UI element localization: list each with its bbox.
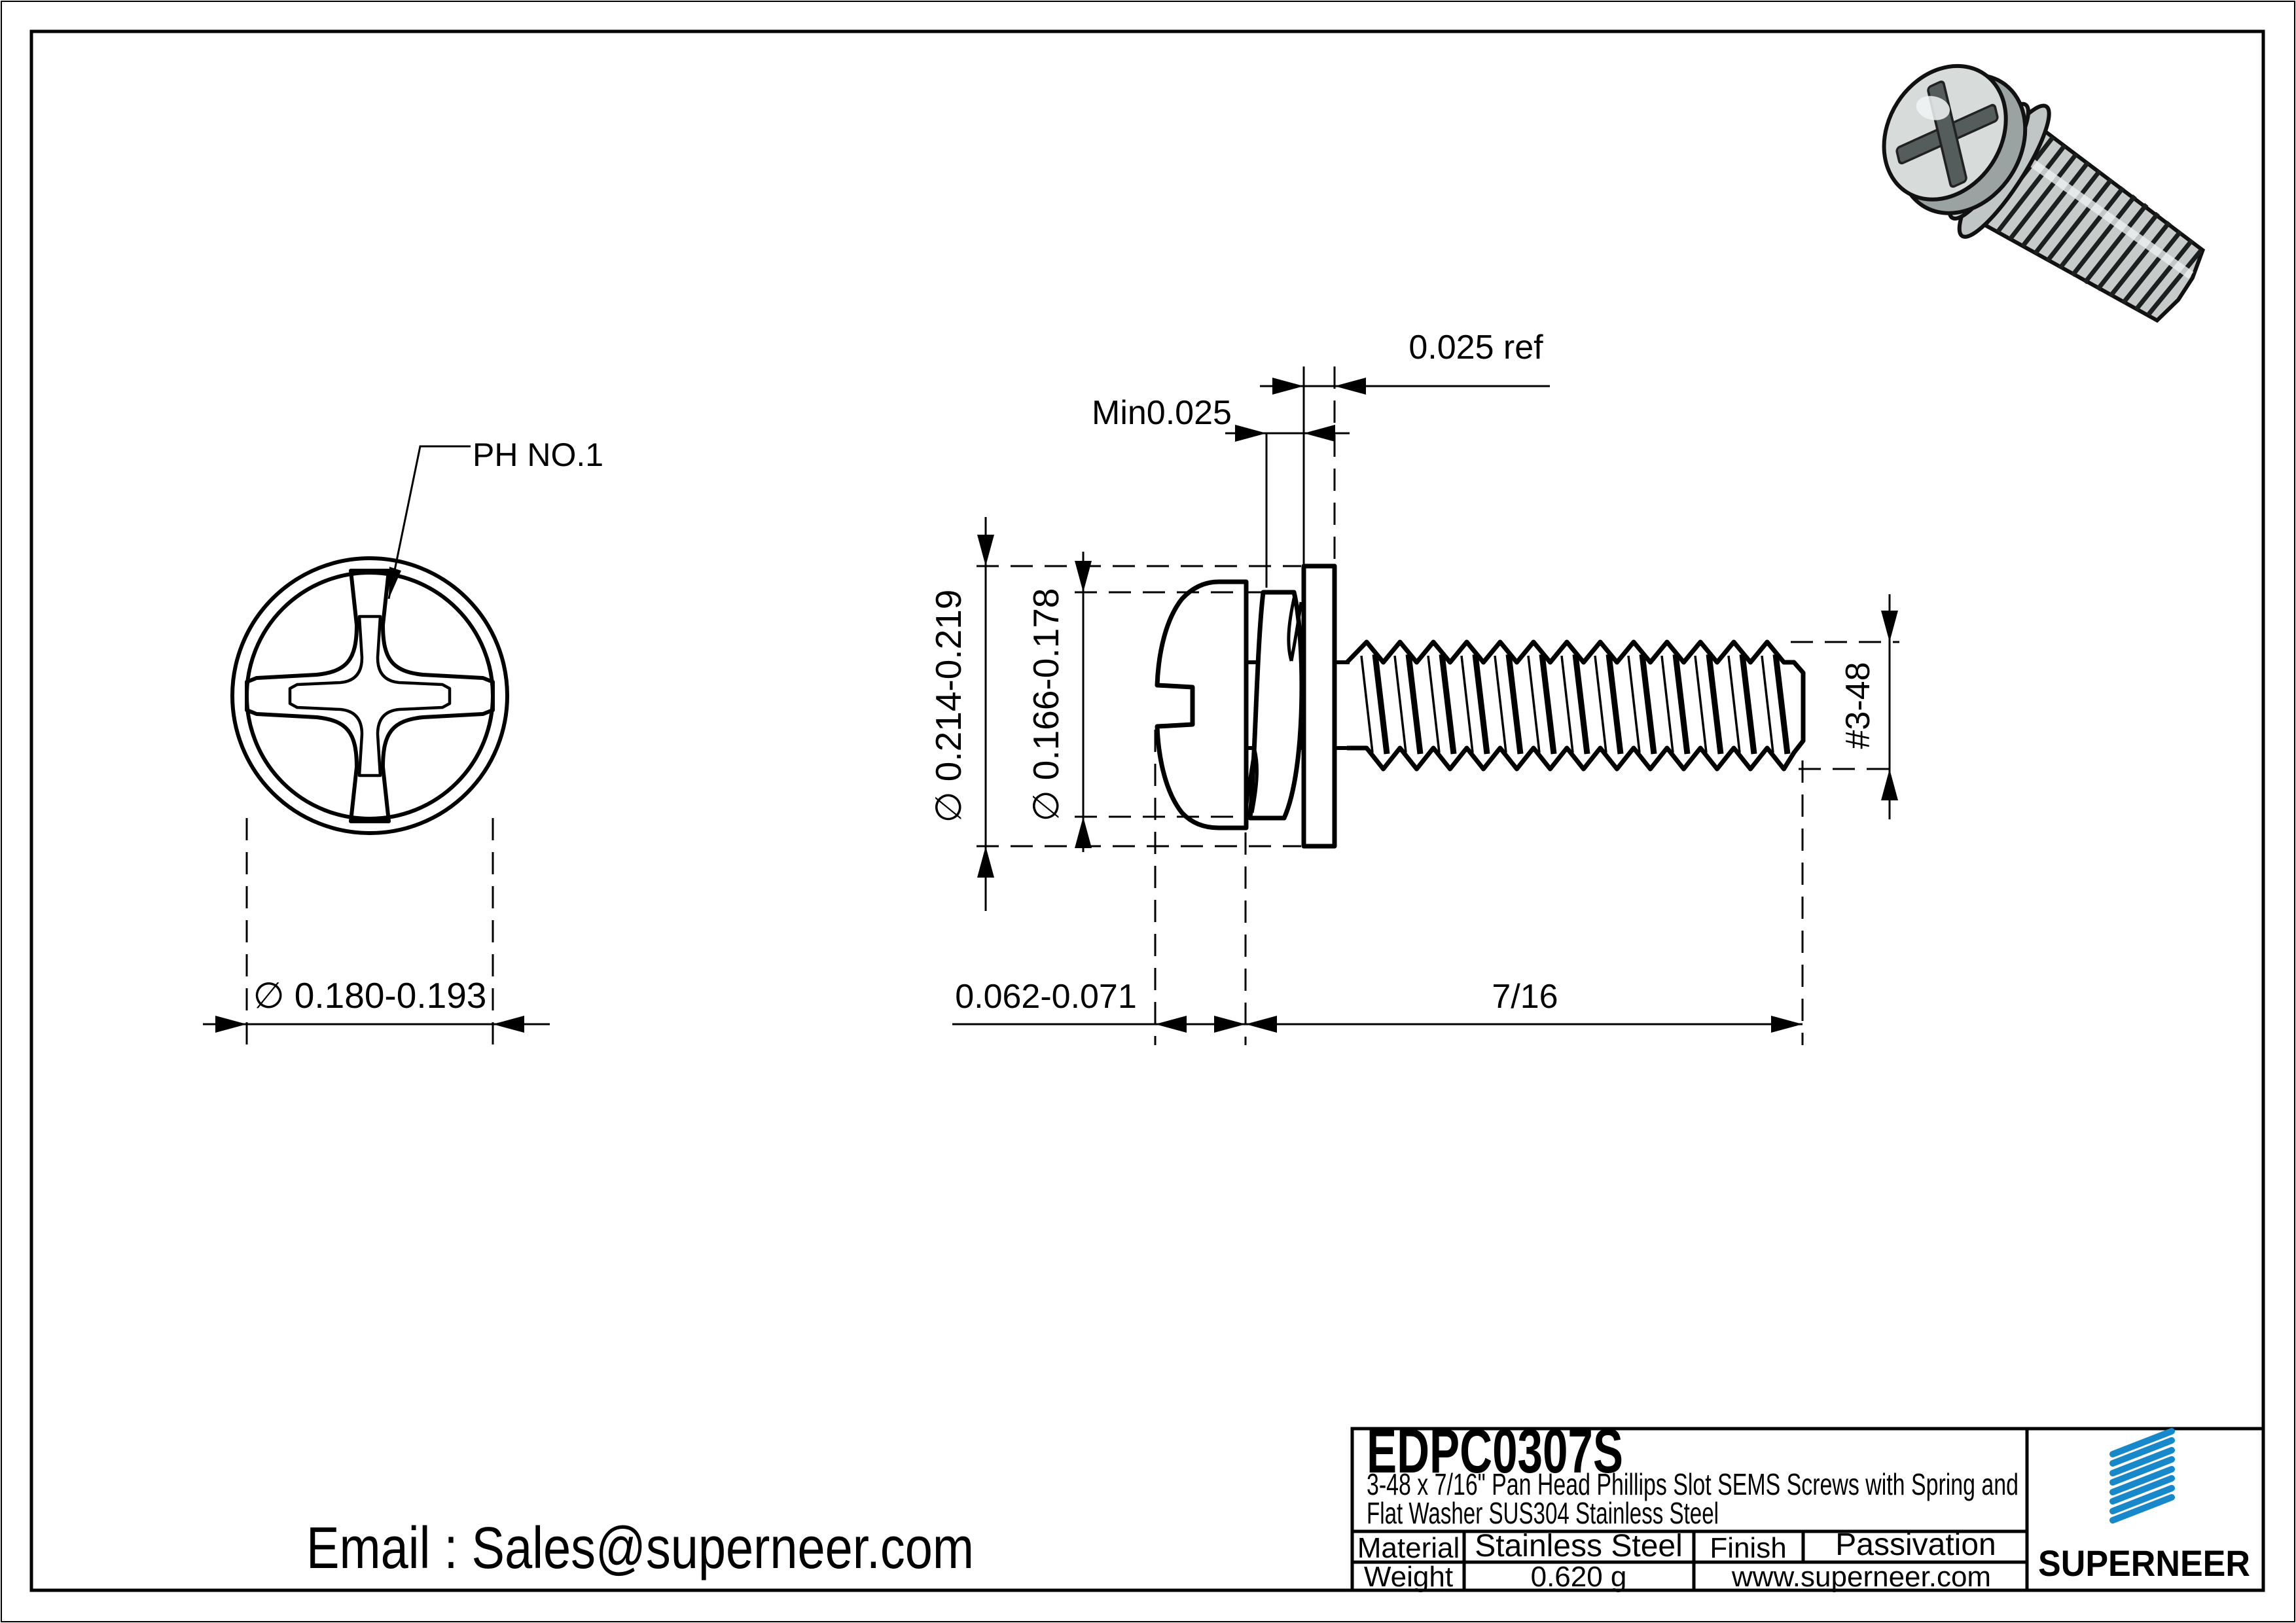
dim-washer-od-group: ∅ 0.214-0.219	[928, 517, 1301, 911]
weight-label: Weight	[1364, 1561, 1453, 1593]
logo-stripe	[2109, 1447, 2175, 1476]
drawing-frame	[29, 29, 2265, 1592]
spring-washer-split-top	[1287, 595, 1303, 662]
dim-head-height: 0.062-0.071	[955, 978, 1137, 1016]
drive-leader-line	[387, 445, 471, 599]
finish-label: Finish	[1710, 1532, 1786, 1564]
logo-stripe	[2109, 1494, 2175, 1524]
brand-name: SUPERNEER	[2038, 1543, 2250, 1584]
material-label: Material	[1357, 1532, 1460, 1564]
dim-flat-washer-thickness-group: 0.025 ref	[1260, 329, 1550, 564]
pan-head-profile	[1155, 579, 1249, 830]
logo-stripe	[2109, 1475, 2175, 1505]
finish-value: Passivation	[1835, 1527, 1996, 1562]
dim-thread-spec: #3-48	[1839, 662, 1877, 749]
drive-leader-arrow	[389, 567, 401, 599]
dim-head-diameter: ∅ 0.180-0.193	[253, 975, 487, 1016]
logo-stripe	[2109, 1428, 2175, 1457]
dim-spring-thickness-group: Min0.025	[1092, 366, 1350, 588]
title-block: EDPC0307S 3-48 x 7/16" Pan Head Phillips…	[1350, 1416, 2265, 1593]
material-value: Stainless Steel	[1475, 1529, 1683, 1563]
dim-thread-length: 7/16	[1492, 978, 1558, 1016]
title-block-grid	[1350, 1427, 2265, 1592]
dim-thread-spec-group: #3-48	[1791, 594, 1899, 819]
email-text: Email : Sales@superneer.com	[306, 1516, 974, 1581]
side-view: ∅ 0.214-0.219 ∅ 0.166-0.178 Min0.025 0.	[928, 329, 1899, 1045]
drive-label: PH NO.1	[473, 437, 603, 473]
superneer-logo	[2109, 1428, 2175, 1524]
dim-washer-od: ∅ 0.214-0.219	[928, 590, 969, 823]
logo-stripe	[2109, 1466, 2175, 1495]
phillips-slot-recess	[245, 569, 495, 823]
dim-spring-thickness: Min0.025	[1092, 394, 1232, 432]
description-line2: Flat Washer SUS304 Stainless Steel	[1367, 1496, 1719, 1530]
flat-washer	[1301, 563, 1337, 849]
washer-outer-circle	[230, 556, 509, 835]
head-circle	[245, 571, 495, 821]
screw-3d-render	[1882, 63, 2206, 323]
logo-stripe	[2109, 1485, 2175, 1514]
logo-stripe	[2109, 1437, 2175, 1467]
description-line1: 3-48 x 7/16" Pan Head Phillips Slot SEMS…	[1367, 1467, 2018, 1501]
dim-flat-washer-thickness: 0.025 ref	[1408, 329, 1543, 366]
dim-bottom-group: 0.062-0.071 7/16	[952, 730, 1804, 1045]
weight-value: 0.620 g	[1531, 1561, 1627, 1593]
phillips-inner-detail	[288, 615, 452, 777]
thread-profile	[1345, 639, 1806, 772]
front-view: PH NO.1 ∅ 0.180-0.193	[203, 437, 603, 1045]
website-link[interactable]: www.superneer.com	[1731, 1561, 1991, 1593]
dim-spring-od-group: ∅ 0.166-0.178	[1026, 552, 1262, 852]
dim-spring-od: ∅ 0.166-0.178	[1026, 588, 1066, 822]
dim-arrow	[215, 1016, 247, 1033]
dim-arrow	[493, 1016, 524, 1033]
part-number: EDPC0307S	[1367, 1416, 1623, 1486]
logo-stripe	[2109, 1456, 2175, 1486]
